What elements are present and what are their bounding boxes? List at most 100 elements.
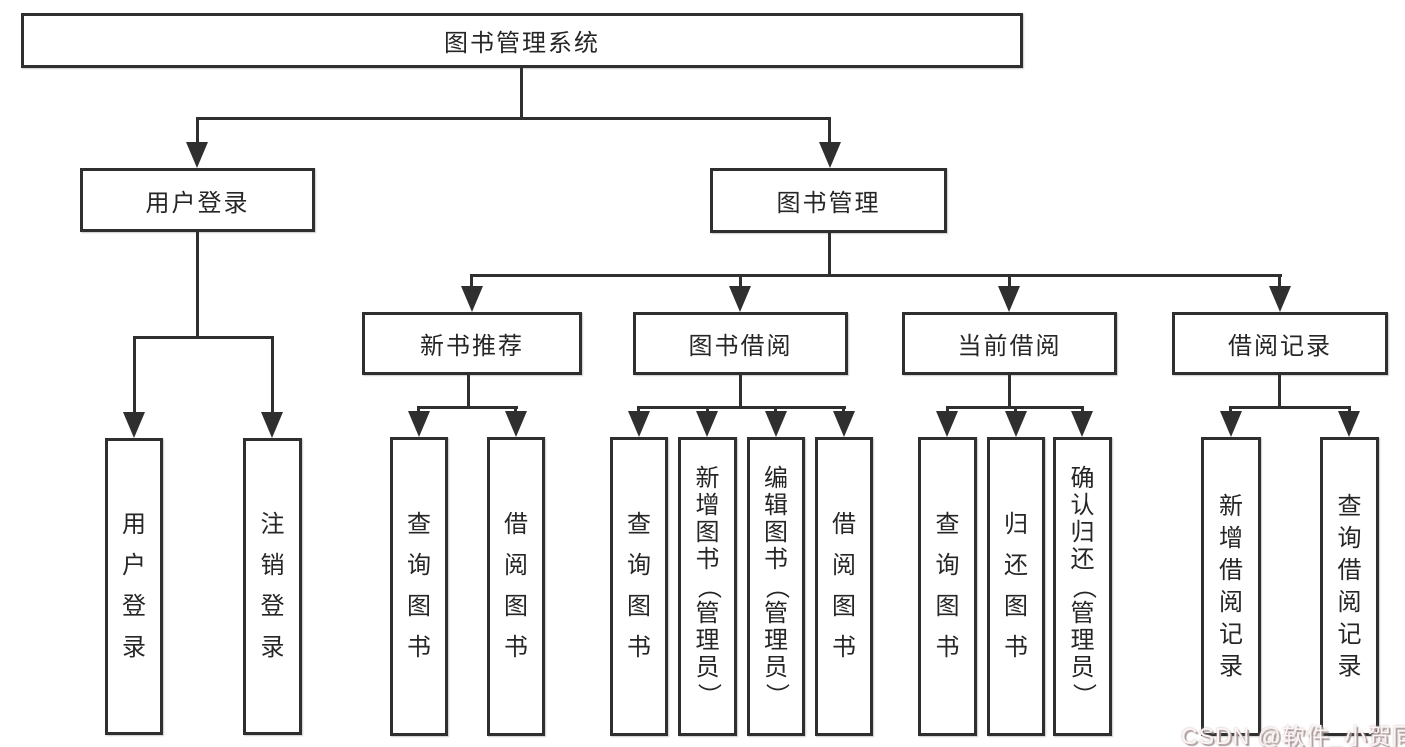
connector-bookmgmt-horizontal — [470, 274, 1282, 277]
node-current-borrowing: 当前借阅 — [902, 312, 1117, 375]
leaf-confirm-return-admin: 确认归还（管理员） — [1053, 437, 1112, 736]
vertical-char: 询 — [935, 552, 960, 579]
arrow-down-icon — [461, 286, 483, 312]
leaf-query-books-borrowing: 查询图书 — [610, 437, 668, 736]
leaf-edit-book-admin: 编辑图书（管理员） — [747, 437, 805, 736]
vertical-char: 书 — [695, 545, 720, 573]
vertical-char: ） — [694, 682, 722, 707]
connector-stem — [828, 117, 831, 149]
node-label: 借阅记录 — [1228, 333, 1332, 360]
connector-userlogin-vertical — [196, 232, 199, 339]
leaf-add-borrow-record: 新增借阅记录 — [1201, 437, 1261, 736]
arrow-down-icon — [833, 411, 855, 437]
vertical-char: 录 — [122, 634, 146, 661]
node-library-management-system: 图书管理系统 — [21, 13, 1023, 68]
arrow-down-icon — [628, 411, 650, 437]
vertical-char: 编 — [764, 464, 788, 492]
vertical-char: 新 — [1219, 492, 1243, 520]
connector-horizontal — [1229, 406, 1351, 409]
vertical-char: 图 — [695, 518, 720, 546]
connector-vertical — [739, 375, 742, 408]
vertical-char: 管 — [695, 599, 720, 627]
arrow-down-icon — [1220, 411, 1242, 437]
vertical-char: 图 — [504, 593, 528, 620]
node-label: 图书管理 — [776, 190, 881, 217]
connector-stem — [196, 117, 199, 149]
vertical-char: 图 — [935, 593, 960, 620]
vertical-char: 员 — [1070, 653, 1095, 681]
arrow-down-icon — [765, 411, 787, 437]
csdn-watermark: CSDN @软件_小贺同学 — [1181, 723, 1405, 747]
connector-stem — [470, 274, 473, 288]
node-book-management: 图书管理 — [710, 168, 947, 233]
vertical-char: 管 — [764, 599, 788, 627]
arrow-down-icon — [696, 411, 718, 437]
vertical-char: 员 — [695, 653, 720, 681]
vertical-char: 归 — [1070, 518, 1095, 546]
vertical-char: ） — [1069, 682, 1097, 707]
connector-stem — [739, 274, 742, 288]
vertical-char: 用 — [122, 511, 146, 538]
vertical-char: 户 — [122, 552, 146, 579]
leaf-logout: 注销登录 — [243, 438, 302, 735]
vertical-char: 阅 — [1337, 588, 1362, 616]
vertical-char: （ — [763, 574, 790, 599]
node-label: 图书管理系统 — [444, 30, 600, 57]
vertical-char: 书 — [764, 545, 788, 573]
vertical-char: 员 — [764, 653, 788, 681]
vertical-char: 理 — [764, 626, 788, 654]
arrow-down-icon — [261, 412, 283, 438]
vertical-char: 录 — [1219, 652, 1243, 680]
node-label: 新书推荐 — [420, 333, 524, 360]
arrow-down-icon — [729, 286, 751, 312]
arrow-down-icon — [186, 142, 208, 168]
vertical-char: 归 — [1004, 511, 1028, 538]
vertical-char: 图 — [832, 593, 856, 620]
vertical-char: 登 — [122, 593, 146, 620]
vertical-char: 图 — [407, 593, 431, 620]
leaf-borrow-books-recommend: 借阅图书 — [487, 437, 545, 736]
arrow-down-icon — [408, 411, 430, 437]
arrow-down-icon — [1071, 411, 1093, 437]
vertical-char: 增 — [695, 491, 720, 519]
vertical-char: 书 — [832, 634, 856, 661]
arrow-down-icon — [936, 411, 958, 437]
leaf-add-book-admin: 新增图书（管理员） — [678, 437, 737, 736]
vertical-char: 图 — [627, 593, 651, 620]
vertical-char: 书 — [407, 634, 431, 661]
vertical-char: 询 — [1337, 524, 1362, 552]
vertical-char: （ — [1069, 574, 1097, 599]
node-label: 用户登录 — [145, 189, 250, 217]
leaf-borrow-books-borrowing: 借阅图书 — [815, 437, 873, 736]
connector-stem — [1008, 274, 1011, 288]
connector-stem — [271, 336, 274, 414]
connector-horizontal — [418, 406, 518, 409]
vertical-char: 辑 — [764, 491, 788, 519]
vertical-char: 借 — [1219, 556, 1243, 584]
vertical-char: 确 — [1070, 464, 1095, 492]
connector-vertical — [467, 375, 470, 408]
vertical-char: 图 — [1004, 593, 1028, 620]
vertical-char: 阅 — [832, 552, 856, 579]
vertical-char: 阅 — [1219, 588, 1243, 616]
connector-root-vertical — [520, 68, 523, 120]
vertical-char: （ — [694, 574, 722, 599]
connector-root-horizontal — [196, 117, 831, 120]
connector-stem — [1278, 274, 1281, 288]
node-label: 图书借阅 — [688, 333, 793, 360]
arrow-down-icon — [1338, 411, 1360, 437]
vertical-char: 登 — [260, 593, 285, 620]
vertical-char: 注 — [260, 511, 285, 538]
vertical-char: 书 — [1004, 634, 1028, 661]
connector-stem — [133, 336, 136, 414]
vertical-char: ） — [763, 682, 790, 707]
vertical-char: 借 — [504, 511, 528, 538]
vertical-char: 书 — [627, 634, 651, 661]
vertical-char: 查 — [407, 511, 431, 538]
vertical-char: 理 — [1070, 626, 1095, 654]
node-new-book-recommend: 新书推荐 — [362, 312, 582, 375]
connector-vertical — [1278, 375, 1281, 408]
leaf-user-login: 用户登录 — [105, 438, 163, 735]
vertical-char: 查 — [627, 511, 651, 538]
vertical-char: 询 — [627, 552, 651, 579]
